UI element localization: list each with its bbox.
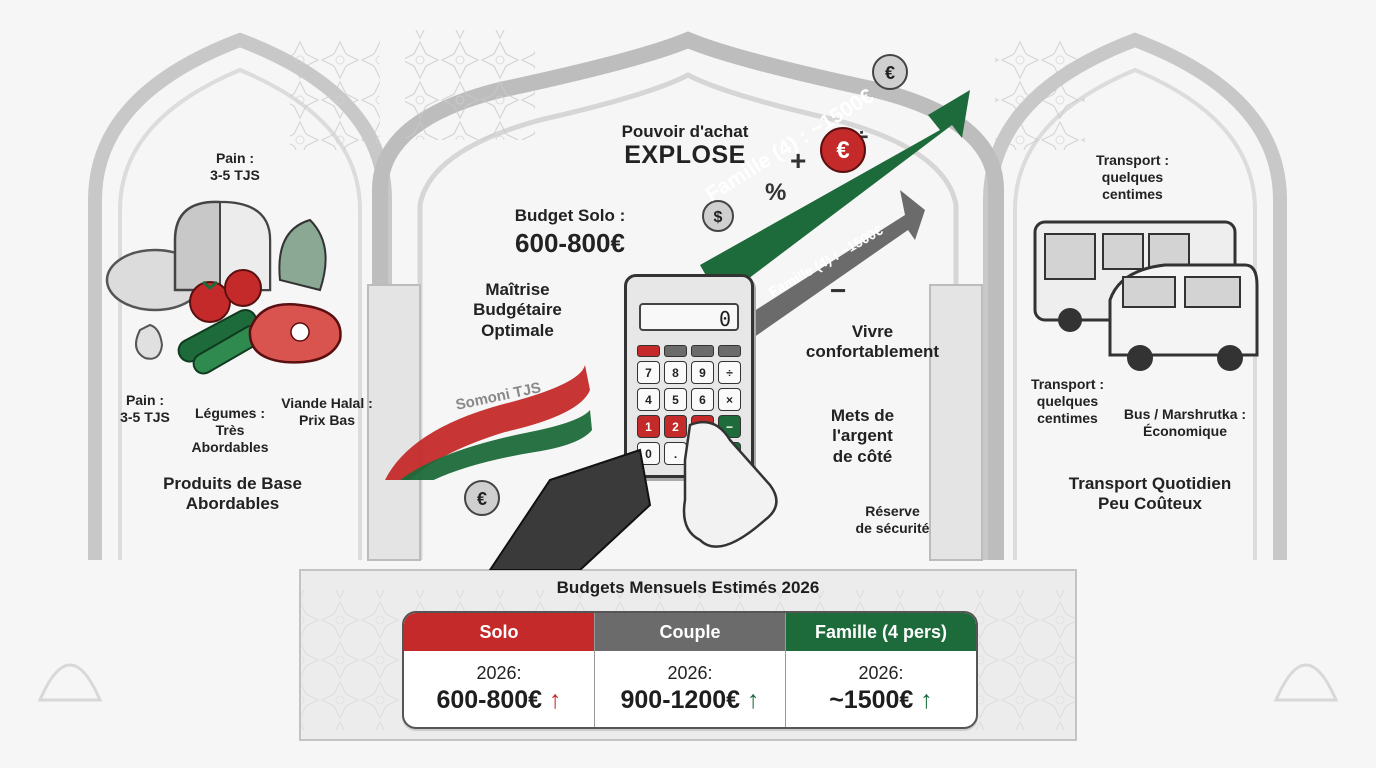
green-arrow bbox=[700, 90, 970, 300]
calculator-keypad: 789÷456×123−0.=+ bbox=[637, 345, 741, 465]
calculator-function-key[interactable] bbox=[664, 345, 687, 357]
budget-value: 600-800€ ↑ bbox=[436, 686, 561, 715]
tomato-icon bbox=[189, 281, 231, 323]
green-ribbon-lower bbox=[400, 410, 592, 480]
calculator-function-key[interactable] bbox=[718, 345, 741, 357]
calculator-key[interactable]: 7 bbox=[637, 361, 660, 384]
calculator-key[interactable]: 6 bbox=[691, 388, 714, 411]
sleeve-icon bbox=[488, 448, 652, 570]
label-transport-top: Transport : quelques centimes bbox=[1095, 152, 1170, 202]
section-title-transport: Transport Quotidien Peu Coûteux bbox=[1068, 474, 1232, 514]
food-illustration bbox=[105, 200, 342, 375]
calculator-display: 0 bbox=[639, 303, 739, 331]
budget-cell-couple: 2026: 900-1200€ ↑ bbox=[595, 651, 785, 727]
budget-table: Solo 2026: 600-800€ ↑ Couple 2026: 900-1… bbox=[402, 611, 978, 729]
budget-value: ~1500€ ↑ bbox=[829, 686, 933, 715]
symbol-minus: − bbox=[830, 275, 846, 306]
budget-solo-value: 600-800€ bbox=[515, 228, 625, 258]
calculator-function-key[interactable] bbox=[637, 345, 660, 357]
gray-ribbon bbox=[740, 190, 925, 340]
calculator-key[interactable]: 4 bbox=[637, 388, 660, 411]
calculator-key[interactable]: ÷ bbox=[718, 361, 741, 384]
calculator-key[interactable]: 2 bbox=[664, 415, 687, 438]
up-arrow-icon: ↑ bbox=[920, 686, 933, 714]
leafy-greens-icon bbox=[278, 218, 327, 292]
dollar-coin-icon: $ bbox=[702, 200, 734, 232]
budget-column-couple: Couple 2026: 900-1200€ ↑ bbox=[595, 613, 786, 727]
calculator-function-key[interactable] bbox=[691, 345, 714, 357]
calculator-key[interactable]: 5 bbox=[664, 388, 687, 411]
svg-text:€: € bbox=[836, 137, 849, 164]
up-arrow-icon: ↑ bbox=[549, 686, 562, 714]
pointing-finger-icon bbox=[682, 420, 778, 548]
budget-table-title: Budgets Mensuels Estimés 2026 bbox=[556, 578, 820, 597]
transport-illustration bbox=[1033, 220, 1259, 371]
budget-cell-family: 2026: ~1500€ ↑ bbox=[786, 651, 976, 727]
budget-cell-solo: 2026: 600-800€ ↑ bbox=[404, 651, 594, 727]
reserve-text: Réserve de sécurité bbox=[855, 503, 930, 536]
label-vegetables: Légumes : Très Abordables bbox=[191, 405, 269, 455]
section-title-food: Produits de Base Abordables bbox=[163, 474, 302, 514]
power-line-1: Pouvoir d'achat bbox=[621, 122, 749, 141]
label-bread-top: Pain : 3-5 TJS bbox=[210, 150, 260, 183]
hand-illustration bbox=[488, 420, 778, 570]
budget-value-text: 600-800€ bbox=[436, 686, 543, 714]
budget-header-family: Famille (4 pers) bbox=[786, 613, 976, 651]
label-transport-left: Transport : quelques centimes bbox=[1030, 376, 1105, 426]
calculator-key[interactable]: × bbox=[718, 388, 741, 411]
symbol-percent: % bbox=[765, 179, 786, 206]
budget-header-couple: Couple bbox=[595, 613, 785, 651]
label-meat: Viande Halal : Prix Bas bbox=[281, 395, 373, 428]
calculator: 0 789÷456×123−0.=+ bbox=[624, 274, 754, 478]
save-money-text: Mets de l'argent de côté bbox=[830, 406, 895, 466]
garlic-icon bbox=[135, 323, 164, 360]
budget-value-text: ~1500€ bbox=[829, 686, 914, 714]
euro-coin-gray-icon: € bbox=[872, 54, 908, 90]
symbol-plus: + bbox=[790, 145, 806, 176]
budget-value: 900-1200€ ↑ bbox=[620, 686, 759, 715]
budget-column-family: Famille (4 pers) 2026: ~1500€ ↑ bbox=[786, 613, 976, 727]
euro-coin-red-icon: € bbox=[820, 127, 866, 173]
live-comfortably-text: Vivre confortablement bbox=[805, 322, 940, 362]
calculator-key[interactable]: 8 bbox=[664, 361, 687, 384]
calculator-display-value: 0 bbox=[718, 307, 731, 331]
svg-text:€: € bbox=[477, 489, 487, 509]
svg-text:$: $ bbox=[714, 209, 723, 226]
euro-coin-small-icon: € bbox=[464, 480, 500, 516]
budget-year: 2026: bbox=[667, 663, 713, 683]
up-arrow-icon: ↑ bbox=[747, 686, 760, 714]
budget-value-text: 900-1200€ bbox=[620, 686, 741, 714]
calculator-key[interactable]: 9 bbox=[691, 361, 714, 384]
budget-year: 2026: bbox=[858, 663, 904, 683]
calculator-key[interactable]: 1 bbox=[637, 415, 660, 438]
svg-text:€: € bbox=[885, 63, 895, 83]
budget-header-solo: Solo bbox=[404, 613, 594, 651]
red-ribbon bbox=[385, 365, 590, 480]
budget-solo-label: Budget Solo : bbox=[514, 206, 626, 225]
mastery-text: Maîtrise Budgétaire Optimale bbox=[473, 280, 562, 340]
label-bus: Bus / Marshrutka : Économique bbox=[1123, 406, 1247, 439]
budget-year: 2026: bbox=[476, 663, 522, 683]
label-bread-bottom: Pain : 3-5 TJS bbox=[120, 392, 170, 425]
growth-ribbons: + % ÷ − bbox=[385, 90, 970, 480]
power-line-2: EXPLOSE bbox=[624, 141, 746, 169]
budget-column-solo: Solo 2026: 600-800€ ↑ bbox=[404, 613, 595, 727]
